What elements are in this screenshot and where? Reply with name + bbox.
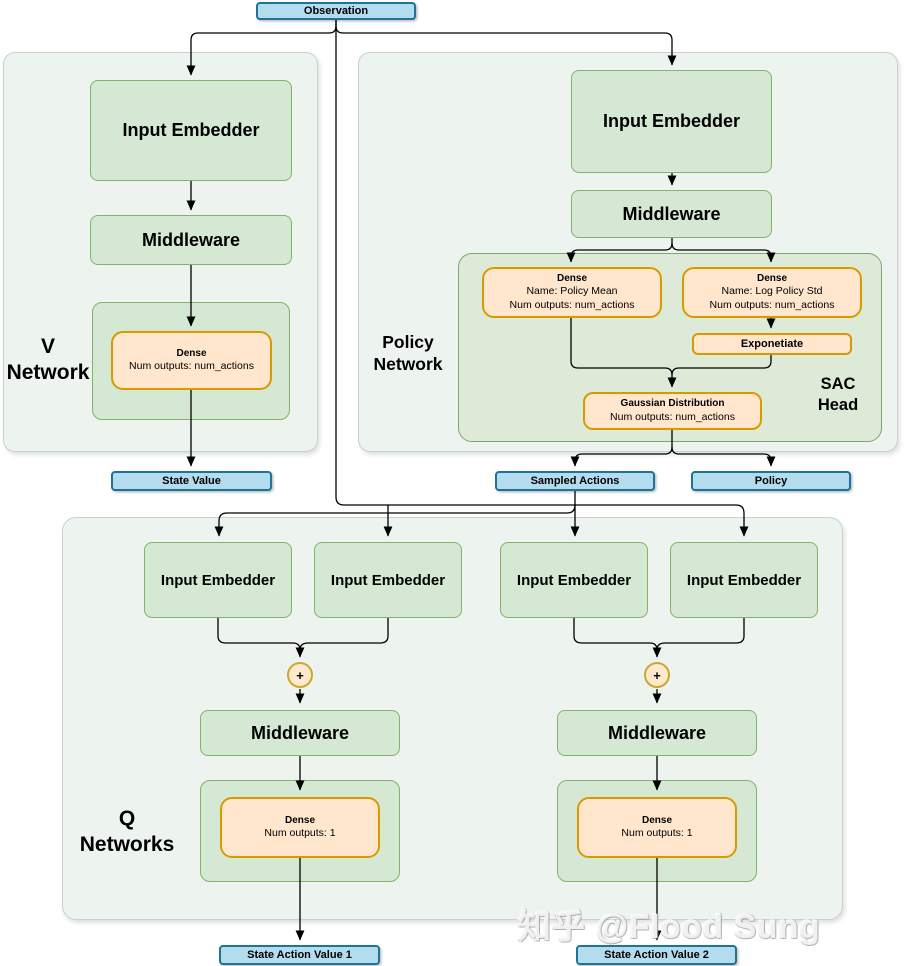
q1-dense-title: Dense (284, 814, 315, 826)
q2-sum-icon: + (644, 662, 670, 688)
gaussian-title: Gaussian Distribution (620, 398, 725, 410)
v-network-label: V Network (6, 335, 90, 385)
q1-sum-icon: + (287, 662, 313, 688)
v-dense-subtitle: Num outputs: num_actions (129, 360, 254, 373)
dense-policy-mean-name: Name: Policy Mean (526, 285, 618, 298)
v-middleware: Middleware (90, 215, 292, 265)
v-input-embedder-label: Input Embedder (122, 120, 260, 140)
q2-input-embedder-state-label: Input Embedder (516, 571, 632, 589)
dense-log-policy-std-title: Dense (756, 273, 787, 285)
policy-middleware: Middleware (571, 190, 772, 238)
policy-input-embedder: Input Embedder (571, 70, 772, 173)
v-middleware-label: Middleware (141, 229, 241, 250)
policy-input-embedder-label: Input Embedder (602, 111, 740, 131)
q2-input-embedder-action: Input Embedder (670, 542, 818, 618)
exponentiate-node: Exponetiate (692, 333, 852, 355)
policy-middleware-label: Middleware (622, 203, 721, 224)
q2-dense-title: Dense (641, 814, 672, 826)
q2-middleware-label: Middleware (607, 722, 707, 743)
state-action-value-1-label: State Action Value 1 (247, 949, 352, 961)
sampled-actions-node: Sampled Actions (495, 471, 655, 491)
v-dense: Dense Num outputs: num_actions (111, 331, 272, 390)
q1-dense-subtitle: Num outputs: 1 (264, 827, 336, 840)
policy-output-node: Policy (691, 471, 851, 491)
policy-output-label: Policy (754, 475, 788, 487)
dense-log-policy-std-name: Name: Log Policy Std (721, 285, 823, 298)
q1-input-embedder-action-label: Input Embedder (330, 571, 446, 589)
q2-middleware: Middleware (557, 710, 757, 756)
q1-input-embedder-state: Input Embedder (144, 542, 292, 618)
state-action-value-2-label: State Action Value 2 (604, 949, 709, 961)
q2-input-embedder-action-label: Input Embedder (686, 571, 802, 589)
q2-dense: Dense Num outputs: 1 (577, 797, 737, 858)
state-value-node: State Value (111, 471, 272, 491)
state-action-value-1-node: State Action Value 1 (219, 945, 380, 965)
state-value-label: State Value (162, 475, 221, 487)
q-networks-label: Q Networks (79, 807, 175, 857)
gaussian-distribution-node: Gaussian Distribution Num outputs: num_a… (583, 392, 762, 430)
observation-node: Observation (256, 2, 416, 20)
v-input-embedder: Input Embedder (90, 80, 292, 181)
zhihu-watermark: 知乎 @Flood Sung (518, 908, 821, 945)
dense-log-policy-std: Dense Name: Log Policy Std Num outputs: … (682, 267, 862, 318)
sampled-actions-label: Sampled Actions (530, 475, 620, 487)
v-dense-title: Dense (176, 347, 207, 359)
dense-log-policy-std-outputs: Num outputs: num_actions (709, 299, 835, 312)
q1-input-embedder-state-label: Input Embedder (160, 571, 276, 589)
dense-policy-mean: Dense Name: Policy Mean Num outputs: num… (482, 267, 662, 318)
q2-dense-subtitle: Num outputs: 1 (621, 827, 693, 840)
q1-input-embedder-action: Input Embedder (314, 542, 462, 618)
q1-plus-label: + (296, 667, 304, 683)
q1-middleware-label: Middleware (250, 722, 350, 743)
q1-dense: Dense Num outputs: 1 (220, 797, 380, 858)
q2-plus-label: + (653, 667, 661, 683)
state-action-value-2-node: State Action Value 2 (576, 945, 737, 965)
gaussian-outputs: Num outputs: num_actions (610, 410, 735, 423)
q1-middleware: Middleware (200, 710, 400, 756)
dense-policy-mean-title: Dense (556, 273, 587, 285)
policy-network-label: Policy Network (373, 332, 443, 374)
exponentiate-label: Exponetiate (740, 337, 804, 350)
q2-input-embedder-state: Input Embedder (500, 542, 648, 618)
observation-label: Observation (303, 5, 369, 17)
sac-head-label: SAC Head (817, 375, 859, 414)
dense-policy-mean-outputs: Num outputs: num_actions (509, 299, 635, 312)
